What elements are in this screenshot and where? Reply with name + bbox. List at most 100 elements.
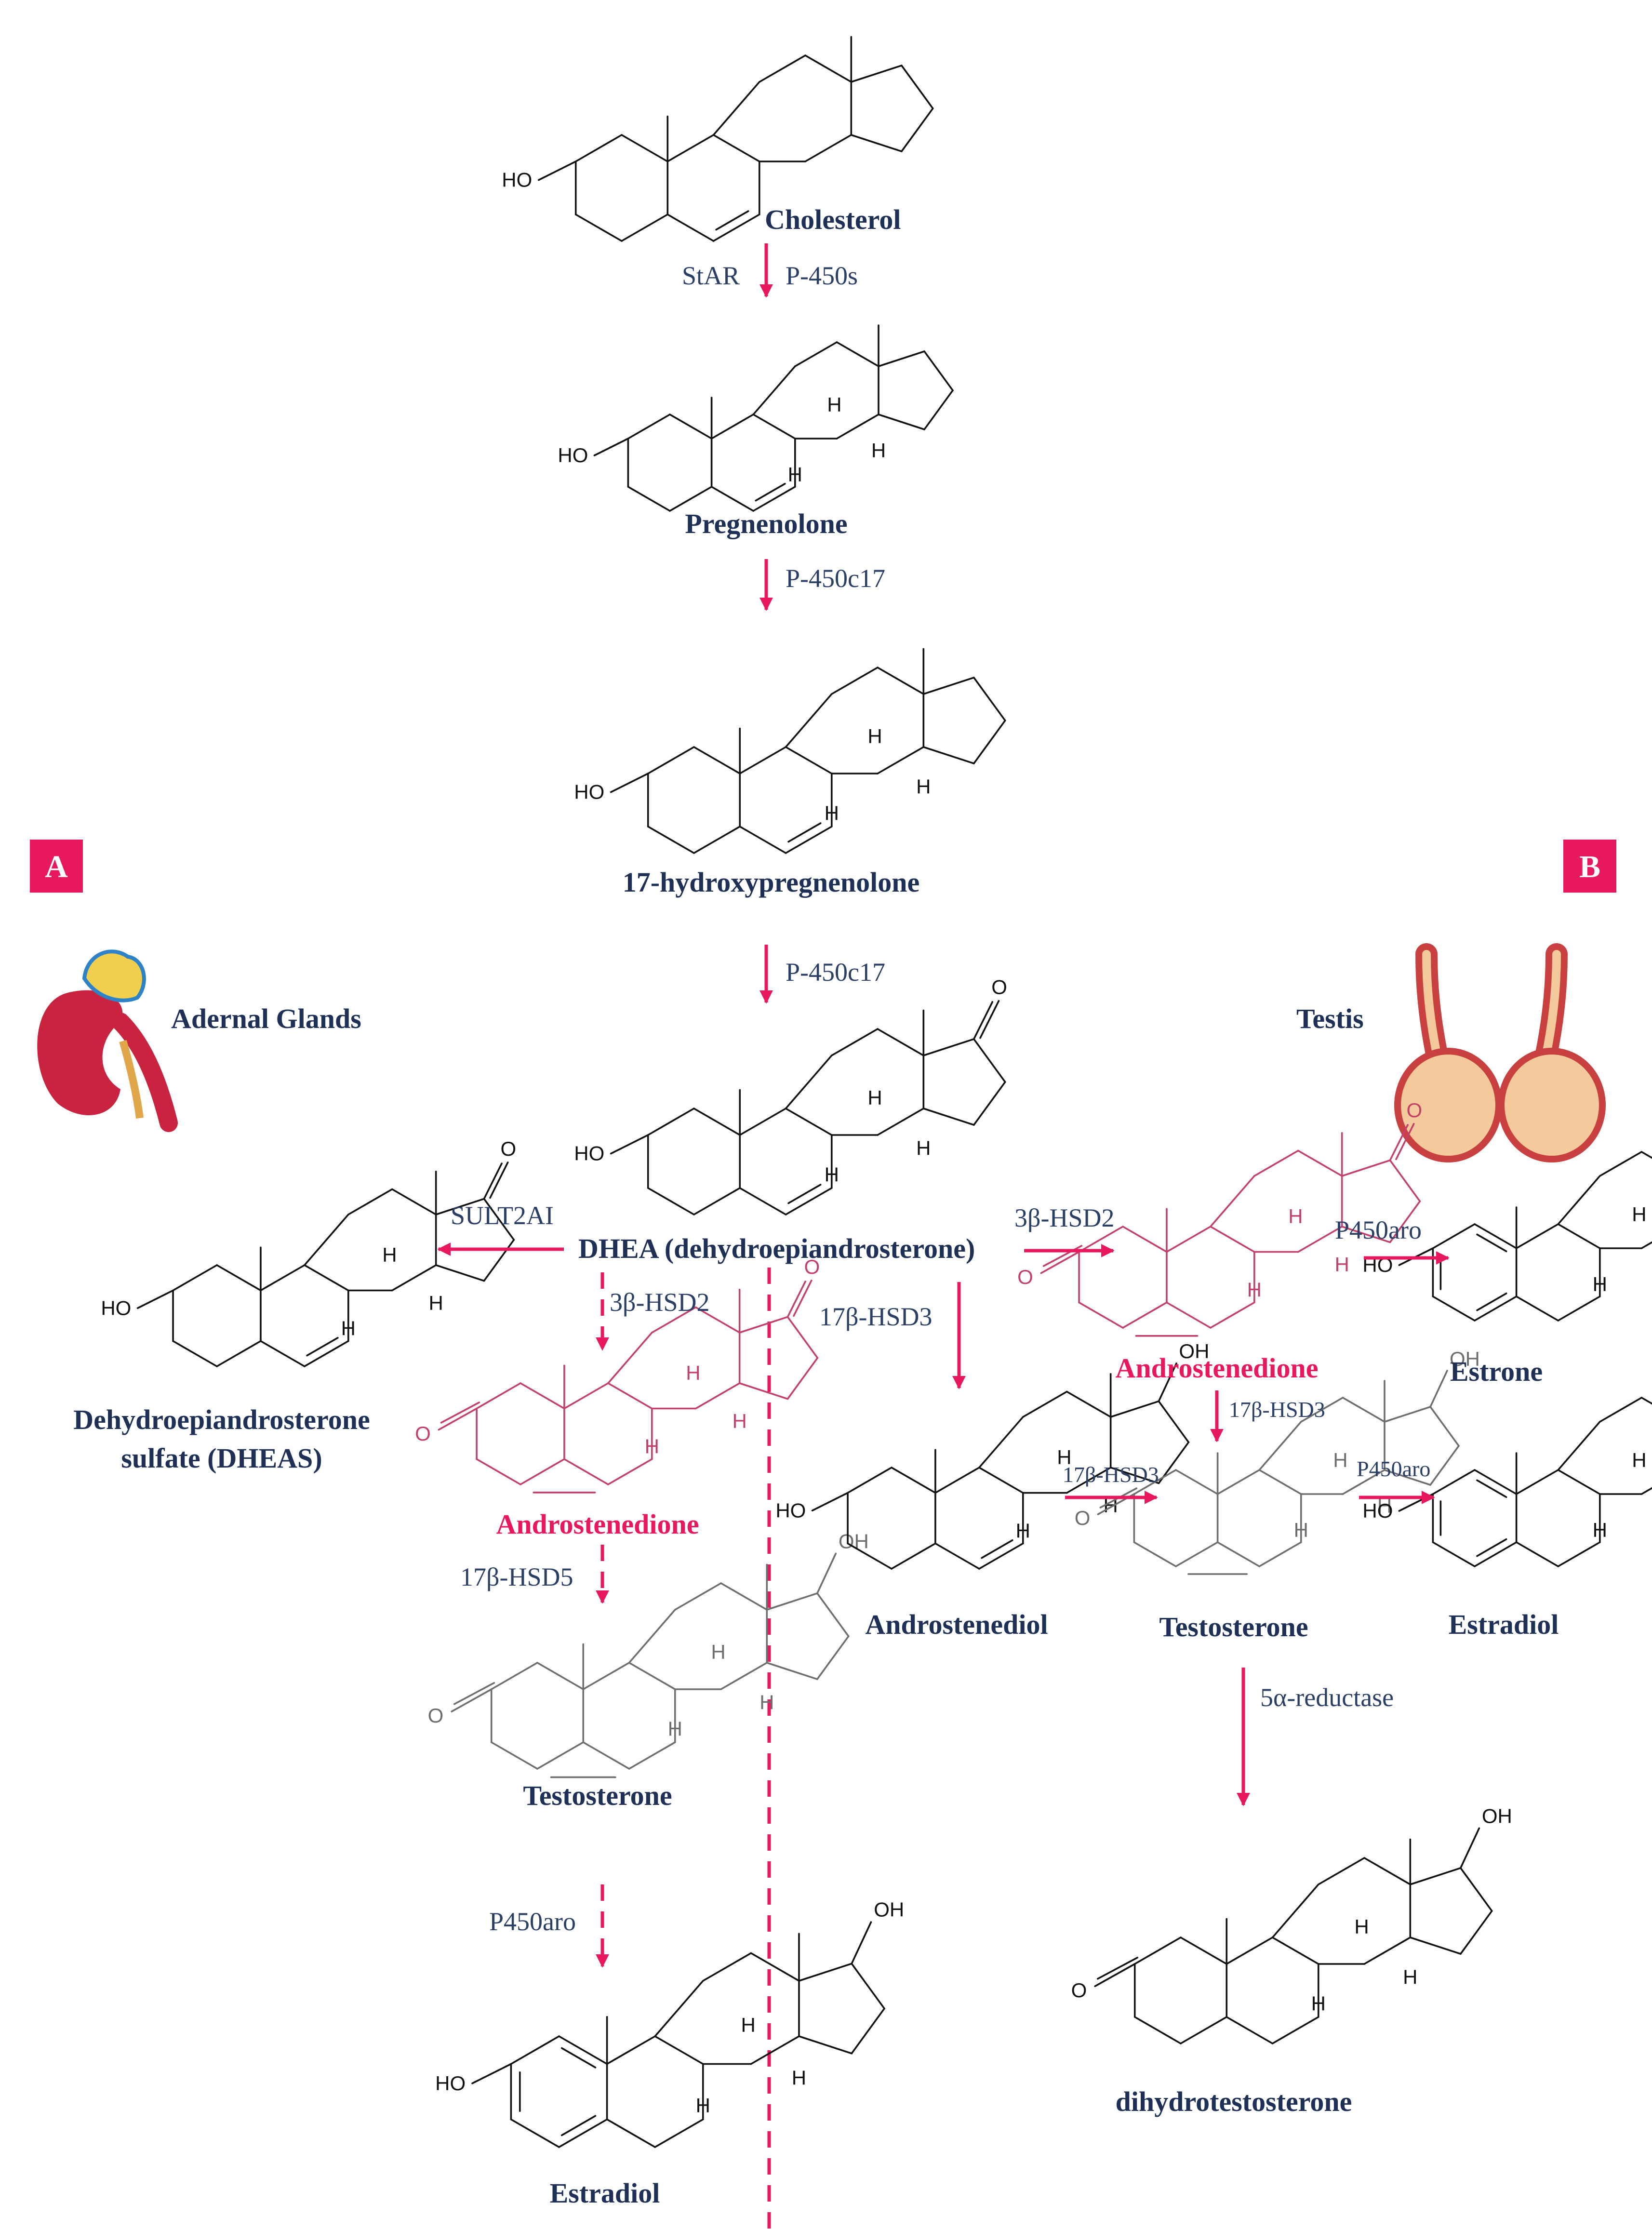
- enzyme-17b-hsd3-1: 17β-HSD3: [819, 1302, 932, 1331]
- bond: [877, 746, 925, 774]
- bond: [877, 667, 925, 695]
- bond: [1363, 1857, 1412, 1885]
- atom-label: OH: [1450, 1348, 1480, 1370]
- bond: [1515, 1295, 1559, 1322]
- bond: [738, 1382, 789, 1400]
- bond: [347, 1188, 393, 1215]
- atom-label: OH: [874, 1898, 904, 1921]
- atom-label: H: [1354, 1915, 1369, 1938]
- bond: [694, 1382, 741, 1410]
- bond: [1432, 1541, 1476, 1567]
- pregnenolone-label: Pregnenolone: [685, 508, 847, 539]
- bond: [1640, 1487, 1652, 1495]
- bond: [216, 1340, 262, 1367]
- atom-label: OH: [1179, 1340, 1209, 1362]
- bond: [451, 1688, 493, 1712]
- bond: [804, 134, 853, 162]
- atom-label: H: [867, 725, 882, 748]
- bond: [851, 2007, 885, 2055]
- androstenedione-a-label: Androstenedione: [496, 1509, 699, 1540]
- bond: [693, 1187, 741, 1215]
- bond: [607, 1382, 653, 1410]
- bond: [750, 2035, 800, 2065]
- bond: [490, 1741, 538, 1770]
- bond: [766, 1592, 818, 1611]
- bond: [610, 773, 649, 793]
- bond: [520, 1458, 565, 1485]
- cholesterol-label: Cholesterol: [765, 204, 901, 235]
- bond: [836, 341, 879, 367]
- atom-label: H: [792, 2066, 806, 2089]
- bond: [1409, 1867, 1462, 1885]
- atom-label: H: [1333, 1449, 1347, 1471]
- enzyme-3b-hsd2-a: 3β-HSD2: [610, 1288, 709, 1317]
- atom-label: H: [1593, 1273, 1607, 1295]
- bond: [1557, 1421, 1601, 1471]
- bond: [391, 1188, 437, 1215]
- bond: [536, 1662, 585, 1690]
- enzyme-p450c17-1: P-450c17: [786, 564, 885, 593]
- atom-label: H: [825, 1163, 839, 1186]
- enzyme-sult2ai: SULT2AI: [451, 1201, 554, 1230]
- bond: [304, 1214, 349, 1266]
- atom-label: H: [741, 2014, 755, 2036]
- bond: [836, 414, 879, 440]
- enzyme-p450aro-a: P450aro: [489, 1907, 576, 1936]
- bond: [1258, 1541, 1302, 1567]
- atom-label: HO: [101, 1296, 131, 1319]
- enzyme-17b-hsd5: 17β-HSD5: [460, 1562, 573, 1591]
- bond: [739, 746, 787, 774]
- bond: [793, 1280, 813, 1317]
- bond: [1557, 1541, 1601, 1567]
- bond: [978, 1542, 1024, 1570]
- bond: [1158, 1400, 1190, 1443]
- bond: [738, 1316, 789, 1334]
- bond: [901, 65, 934, 109]
- bond: [1432, 1469, 1476, 1495]
- bond: [712, 134, 760, 162]
- bond: [785, 826, 833, 854]
- bond: [563, 1382, 609, 1410]
- estradiol-a-label: Estradiol: [550, 2177, 660, 2209]
- atom-label: O: [415, 1422, 431, 1445]
- bond: [1476, 1233, 1507, 1253]
- bond: [1122, 1226, 1168, 1253]
- atom-label: H: [1016, 1519, 1030, 1542]
- bond: [510, 2035, 560, 2065]
- bond: [739, 826, 787, 854]
- bond: [851, 1963, 885, 2010]
- bond: [922, 746, 975, 764]
- bond: [766, 1662, 818, 1680]
- bond: [1210, 1175, 1255, 1228]
- bond: [1226, 1936, 1274, 1965]
- bond: [1599, 1397, 1643, 1423]
- androstenediol-label: Androstenediol: [865, 1609, 1048, 1640]
- bond: [1341, 1226, 1391, 1243]
- atom-label: HO: [502, 169, 532, 191]
- bond: [934, 1467, 980, 1494]
- bond: [471, 2063, 512, 2084]
- dheas-label-line2: sulfate (DHEAS): [121, 1442, 322, 1474]
- atom-label: H: [867, 1086, 882, 1109]
- bond: [786, 1357, 819, 1400]
- bond: [804, 54, 853, 83]
- androstenedione-b-label: Androstenedione: [1115, 1352, 1318, 1384]
- bond: [489, 1162, 509, 1199]
- bond: [878, 350, 925, 367]
- enzyme-17b-hsd3-3: 17β-HSD3: [1063, 1462, 1159, 1487]
- bond: [1557, 1295, 1601, 1322]
- bond: [1109, 1467, 1160, 1484]
- atom-label: OH: [1482, 1804, 1512, 1827]
- bond: [1175, 1541, 1219, 1567]
- adrenal-glands-label: Adernal Glands: [171, 1003, 361, 1034]
- dihydrotestosterone-label: dihydrotestosterone: [1116, 2086, 1352, 2117]
- bond: [973, 720, 1006, 764]
- bond: [702, 1952, 752, 1982]
- bond: [172, 1264, 218, 1292]
- bond: [558, 2118, 608, 2148]
- bond: [490, 1662, 538, 1690]
